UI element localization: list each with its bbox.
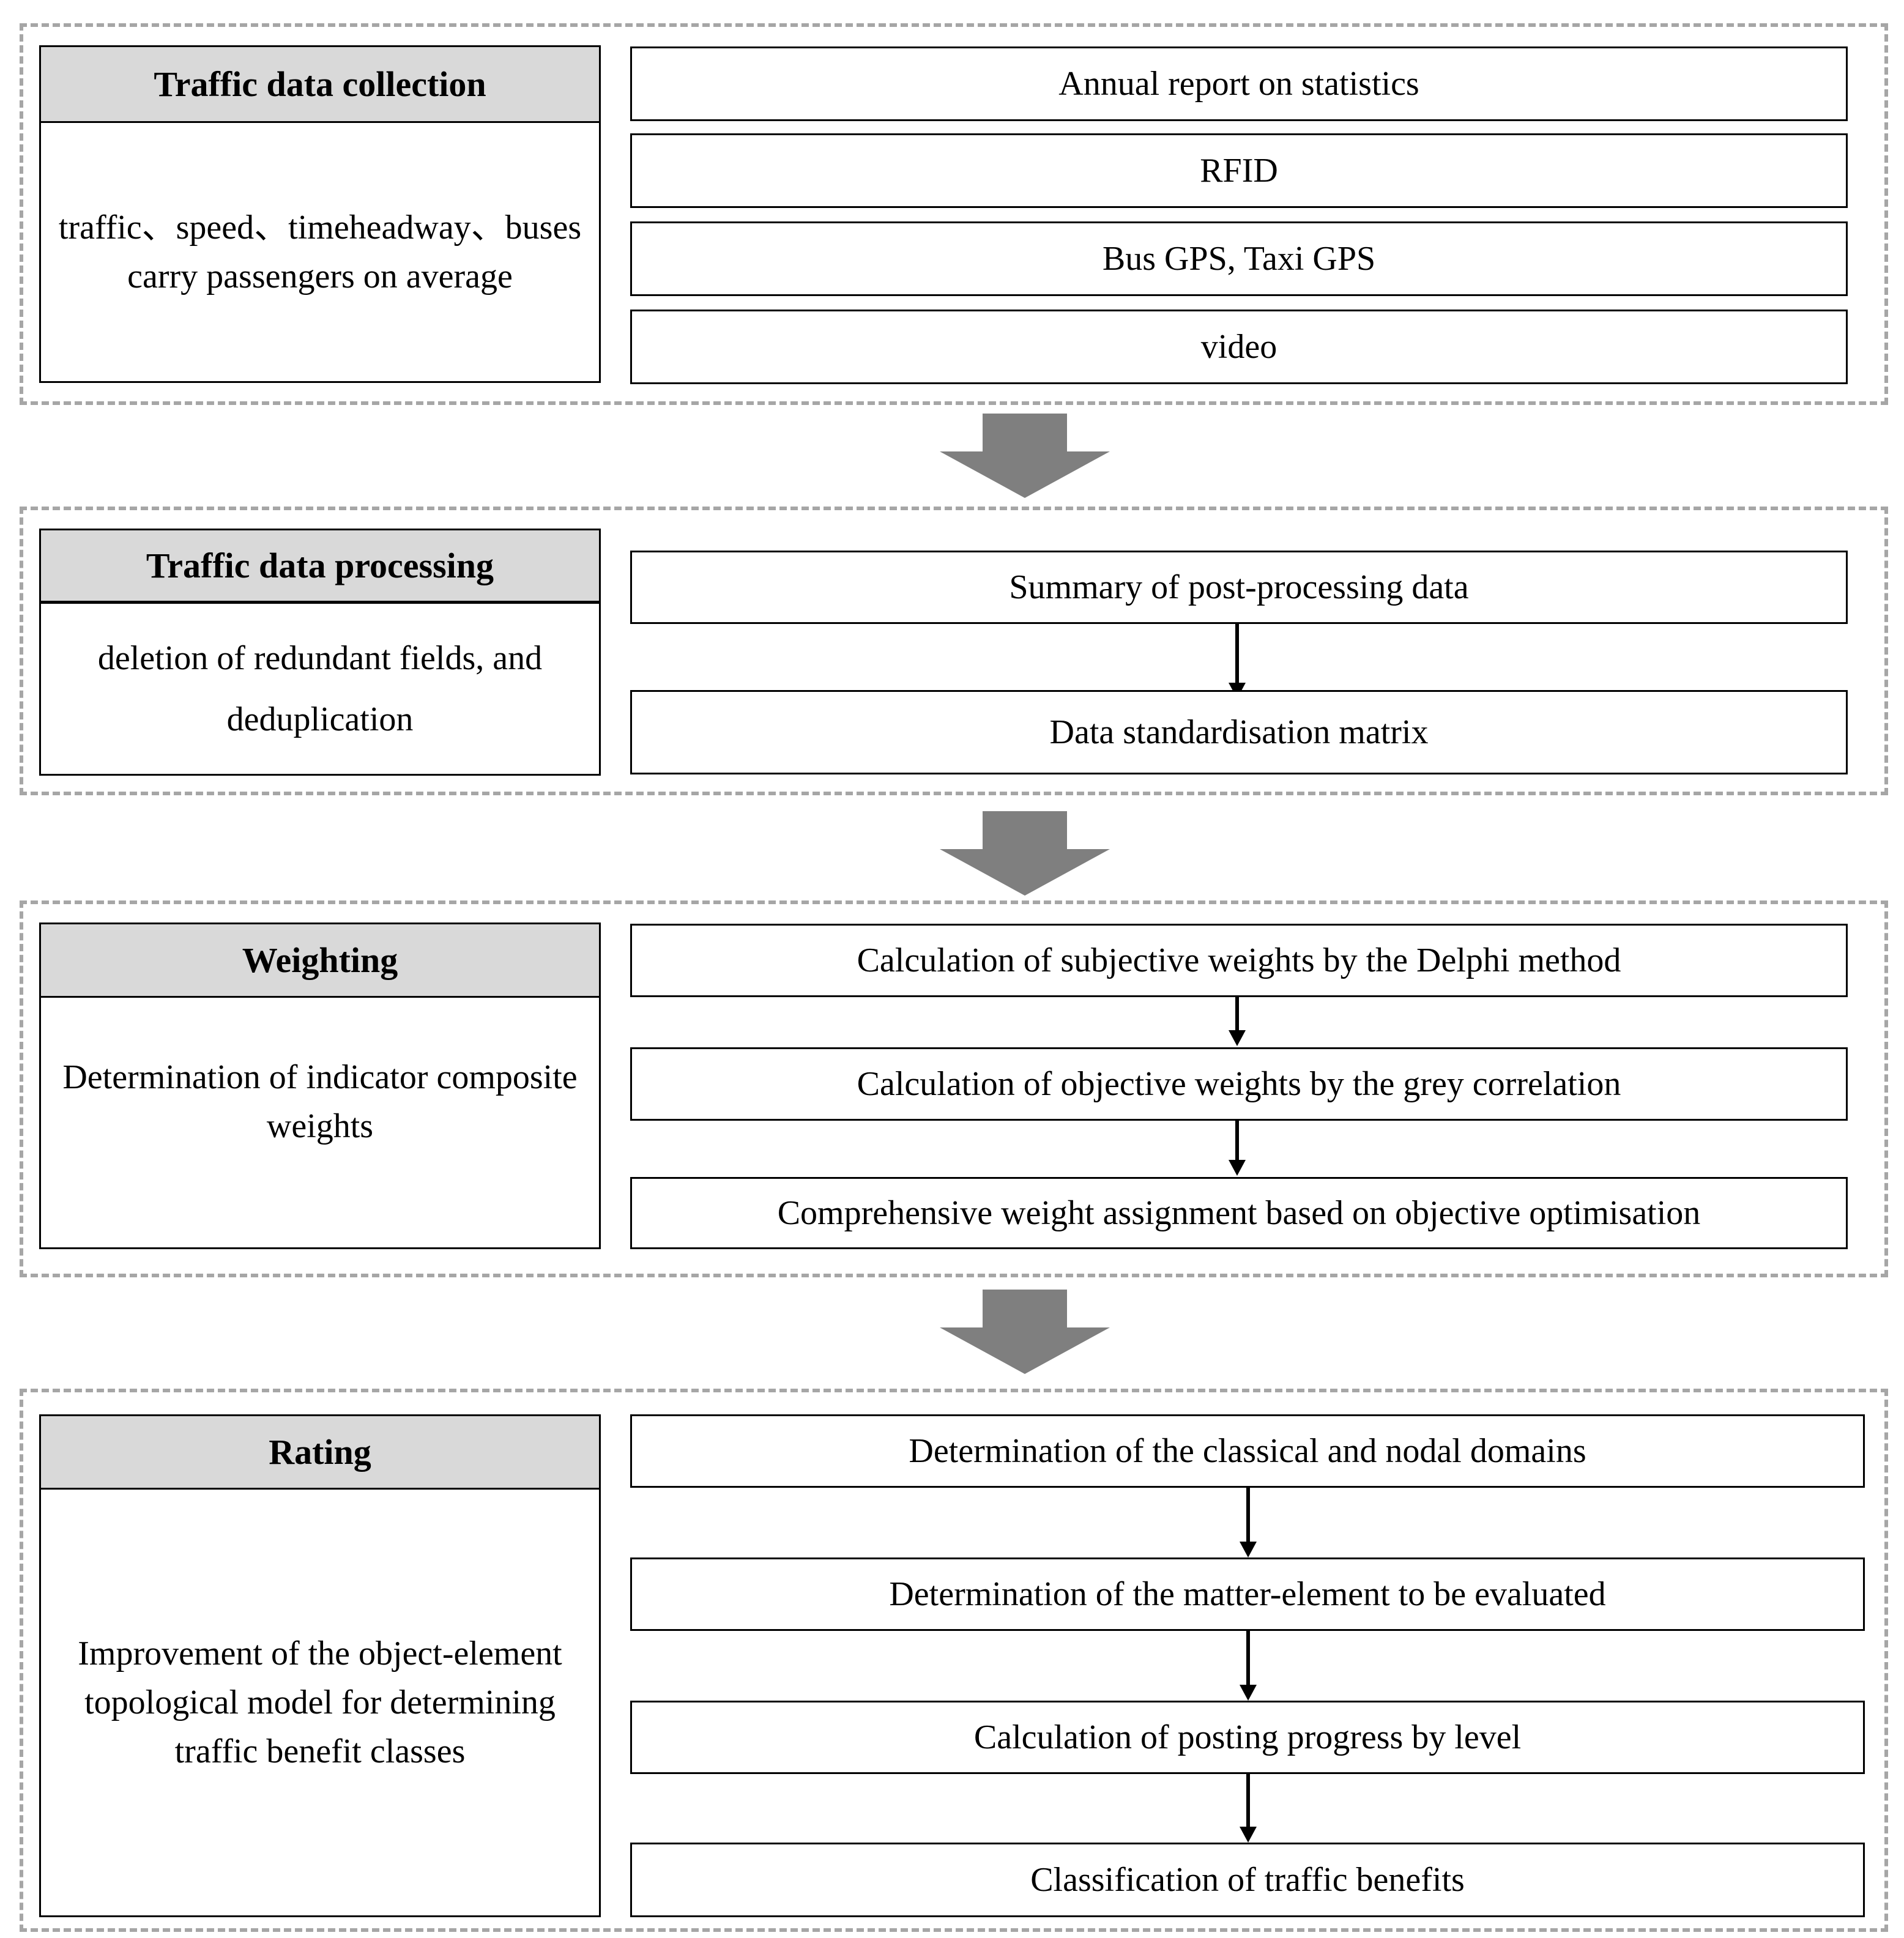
section-rating — [20, 1389, 1888, 1932]
rating-step-classification: Classification of traffic benefits — [630, 1843, 1865, 1917]
rating-step-posting-progress: Calculation of posting progress by level — [630, 1701, 1865, 1774]
collection-step-rfid: RFID — [630, 133, 1848, 208]
flow-arrow-2 — [940, 811, 1110, 896]
rating-step-domains: Determination of the classical and nodal… — [630, 1414, 1865, 1488]
rating-box: Rating Improvement of the object-element… — [39, 1414, 601, 1917]
weighting-title: Weighting — [41, 924, 599, 998]
flow-arrow-3 — [940, 1290, 1110, 1374]
traffic-data-processing-title: Traffic data processing — [41, 530, 599, 604]
rating-step-matter-element: Determination of the matter-element to b… — [630, 1557, 1865, 1631]
weighting-step-subjective: Calculation of subjective weights by the… — [630, 924, 1848, 997]
section-weighting — [20, 900, 1888, 1277]
collection-step-gps: Bus GPS, Taxi GPS — [630, 221, 1848, 296]
section-traffic-data-collection — [20, 23, 1888, 405]
weighting-description: Determination of indicator composite wei… — [62, 1058, 578, 1145]
weighting-step-comprehensive: Comprehensive weight assignment based on… — [630, 1177, 1848, 1249]
traffic-data-processing-box: Traffic data processing deletion of redu… — [39, 529, 601, 776]
weighting-step-objective: Calculation of objective weights by the … — [630, 1047, 1848, 1121]
rating-title: Rating — [41, 1416, 599, 1490]
rating-description: Improvement of the object-element topolo… — [78, 1635, 562, 1770]
traffic-data-collection-description: traffic、speed、timeheadway、buses carry pa… — [58, 209, 582, 295]
section-traffic-data-processing — [20, 507, 1888, 795]
traffic-data-collection-title: Traffic data collection — [41, 47, 599, 123]
traffic-data-processing-description: deletion of redundant fields, and dedupl… — [97, 639, 543, 738]
processing-step-summary: Summary of post-processing data — [630, 551, 1848, 624]
flow-arrow-1 — [940, 414, 1110, 498]
collection-step-annual-report: Annual report on statistics — [630, 46, 1848, 121]
traffic-data-collection-box: Traffic data collection traffic、speed、ti… — [39, 45, 601, 383]
collection-step-video: video — [630, 310, 1848, 384]
weighting-box: Weighting Determination of indicator com… — [39, 923, 601, 1249]
processing-step-standardisation: Data standardisation matrix — [630, 690, 1848, 774]
